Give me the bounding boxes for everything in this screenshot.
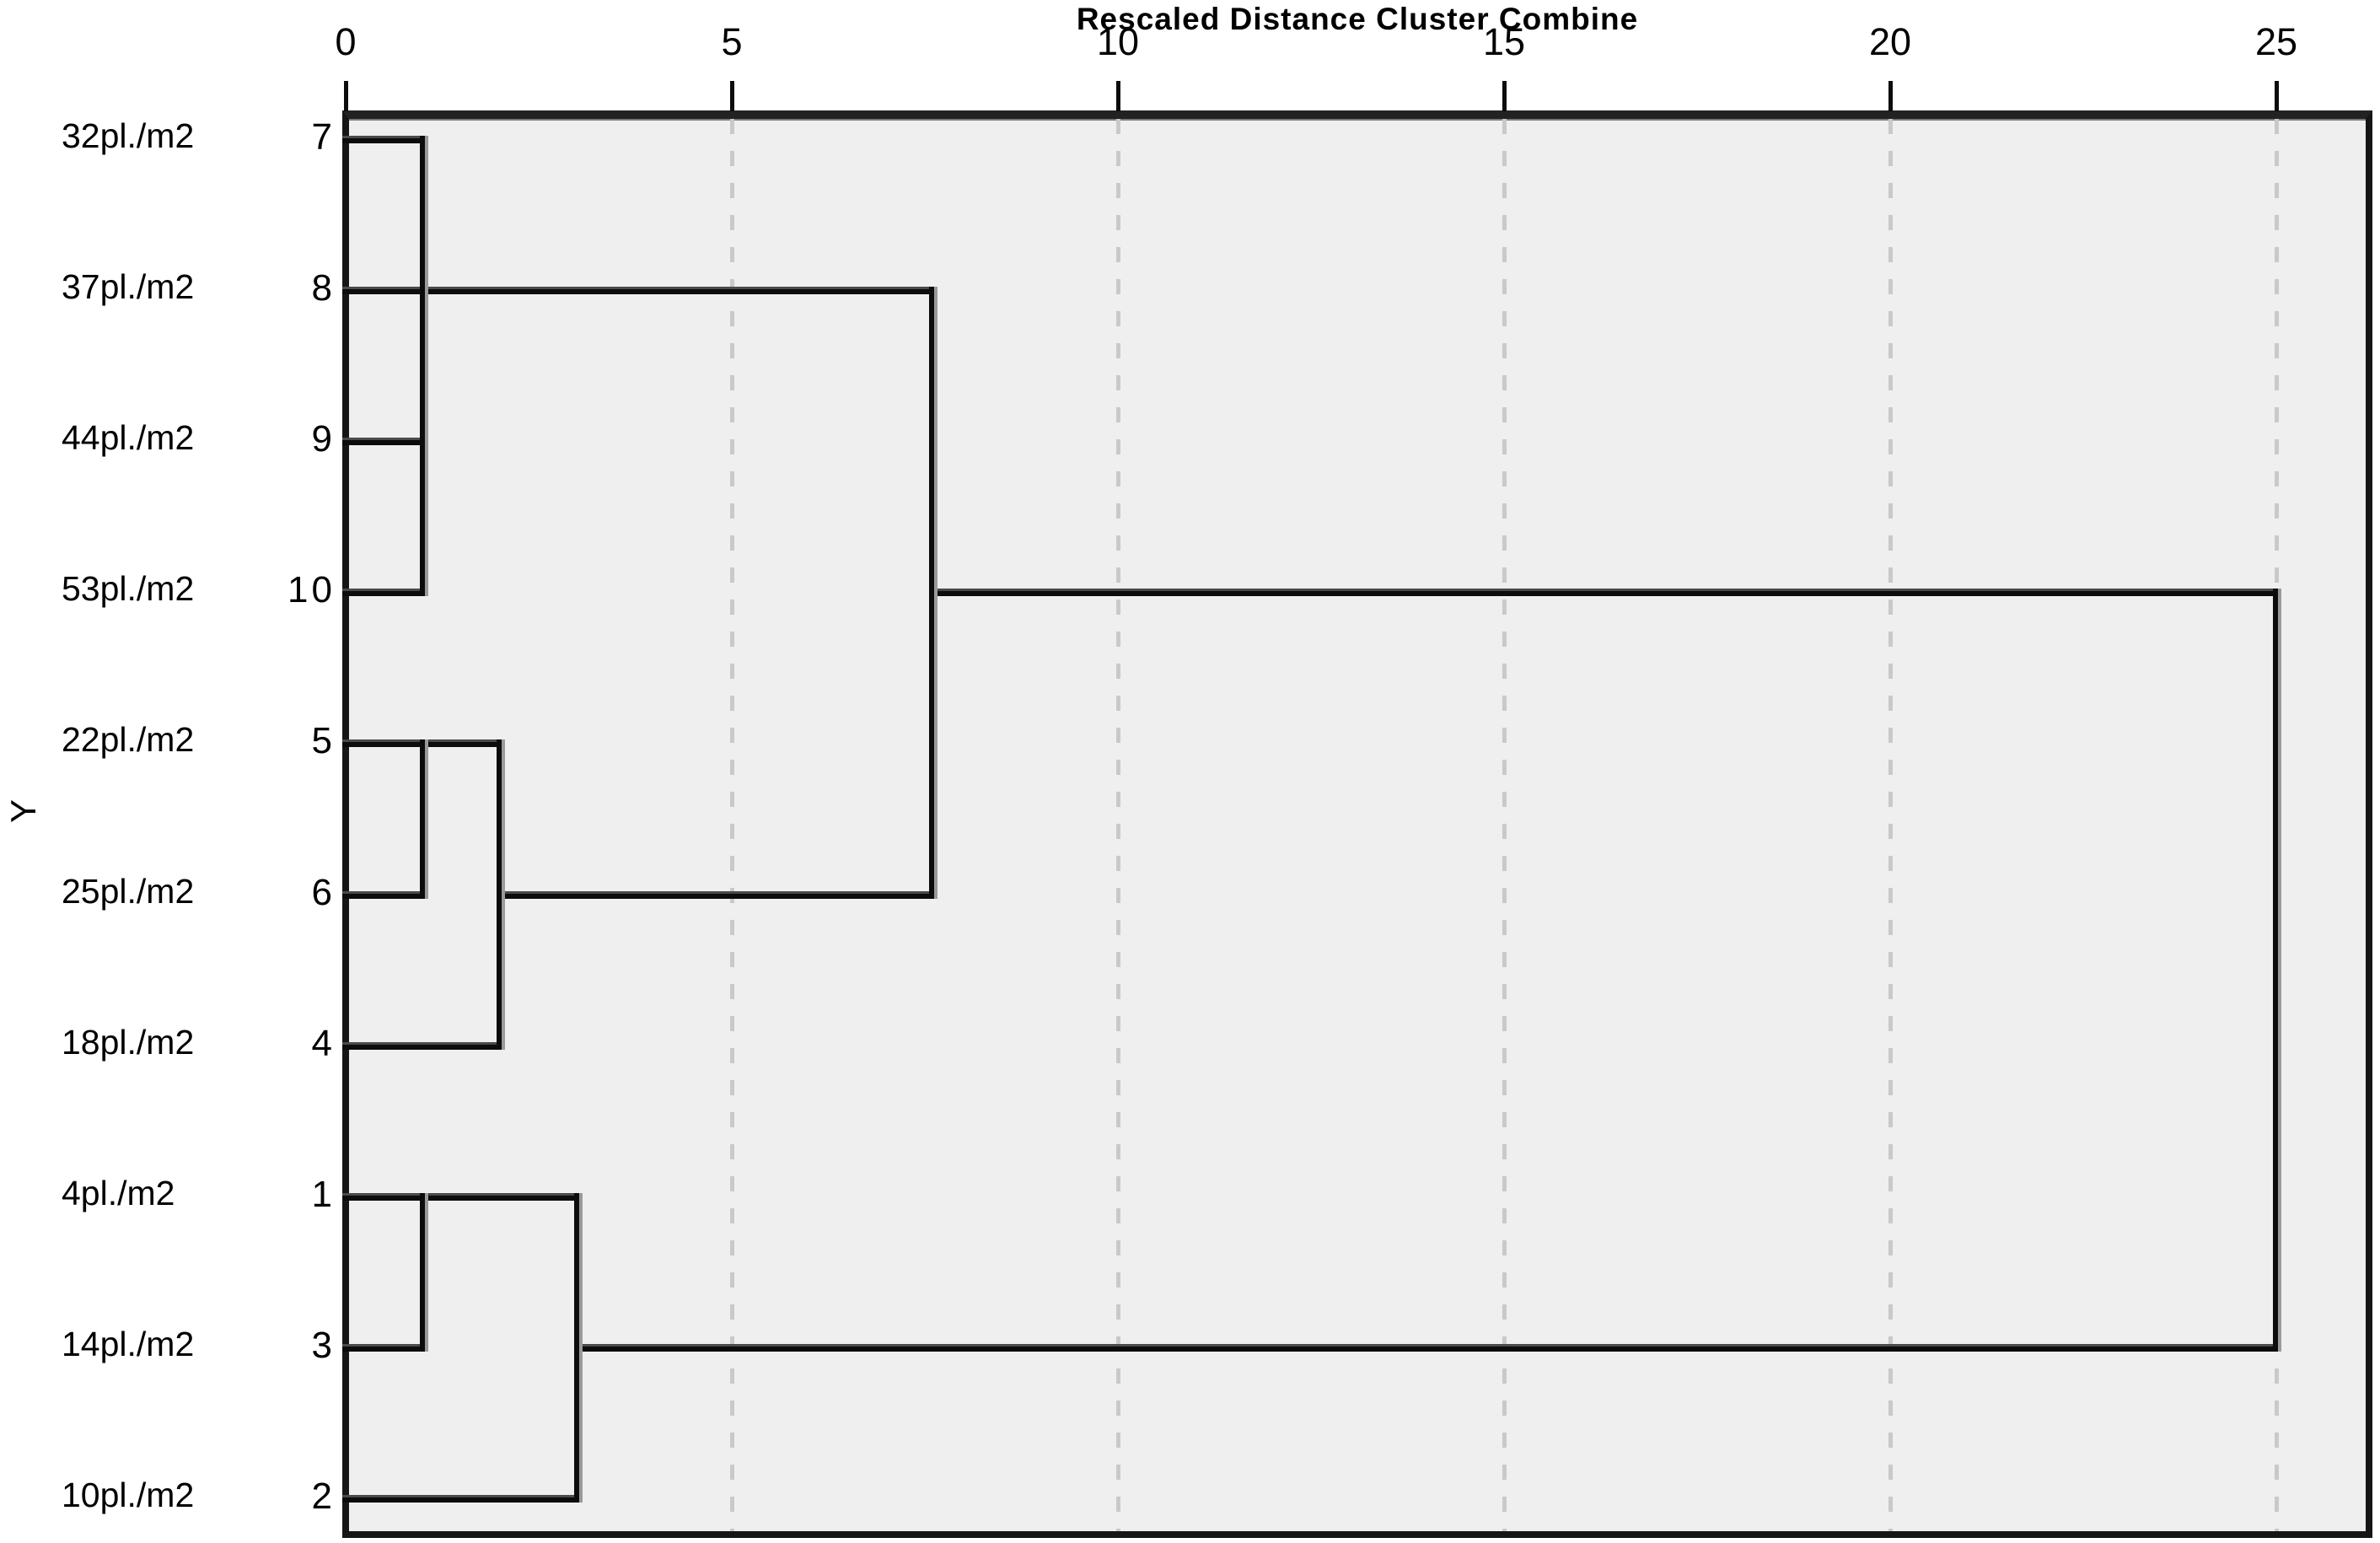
- dendrogram-line-h: [342, 287, 937, 295]
- dendrogram-line-v: [2273, 589, 2281, 1352]
- axis-tick-label: 25: [2254, 20, 2298, 63]
- leaf-label: 22pl./m2: [62, 720, 195, 760]
- leaf-label: 37pl./m2: [62, 267, 195, 307]
- dendrogram-line-h: [342, 136, 427, 143]
- gridline: [1116, 119, 1120, 1531]
- chart-title: Rescaled Distance Cluster Combine: [1076, 2, 1639, 36]
- leaf-label: 14pl./m2: [62, 1324, 195, 1363]
- case-number: 3: [311, 1324, 336, 1366]
- dendrogram-line-h: [342, 1041, 505, 1050]
- gridline: [1888, 119, 1893, 1531]
- leaf-label: 4pl./m2: [62, 1173, 175, 1212]
- axis-tick: [730, 81, 734, 111]
- dendrogram-line-v: [573, 1192, 583, 1503]
- dendrogram-line-h: [342, 438, 427, 446]
- case-number: 10: [287, 569, 336, 611]
- dendrogram-line-h: [497, 890, 937, 899]
- axis-tick: [2275, 81, 2279, 111]
- dendrogram-line-h: [342, 1494, 582, 1503]
- case-number: 7: [311, 116, 336, 158]
- case-number: 5: [311, 720, 336, 762]
- dendrogram-line-h: [929, 589, 2281, 597]
- dendrogram-line-v: [419, 136, 428, 597]
- axis-tick: [344, 81, 348, 111]
- leaf-label: 53pl./m2: [62, 569, 195, 609]
- gridline: [730, 119, 734, 1531]
- leaf-label: 44pl./m2: [62, 418, 195, 458]
- case-number: 4: [311, 1022, 336, 1064]
- dendrogram-line-v: [497, 739, 506, 1050]
- plot-area: [342, 110, 2372, 1538]
- axis-tick-label: 10: [1096, 20, 1140, 63]
- axis-tick-label: 5: [721, 20, 743, 63]
- axis-tick: [1116, 81, 1120, 111]
- dendrogram-line-v: [419, 1192, 428, 1352]
- case-number: 6: [311, 871, 336, 913]
- leaf-label: 32pl./m2: [62, 116, 195, 155]
- axis-tick: [1888, 81, 1893, 111]
- dendrogram-line-h: [342, 890, 427, 899]
- case-number: 1: [311, 1173, 336, 1215]
- gridline: [1502, 119, 1507, 1531]
- dendrogram-line-v: [929, 287, 938, 899]
- case-number: 8: [311, 267, 336, 309]
- case-number: 2: [311, 1475, 336, 1517]
- dendrogram-line-v: [419, 739, 428, 899]
- axis-tick: [1502, 81, 1507, 111]
- leaf-label: 10pl./m2: [62, 1475, 195, 1514]
- dendrogram-line-h: [342, 1192, 582, 1201]
- axis-tick-label: 15: [1482, 20, 1526, 63]
- axis-tick-label: 0: [335, 20, 357, 63]
- leaf-label: 25pl./m2: [62, 871, 195, 911]
- axis-tick-label: 20: [1868, 20, 1912, 63]
- y-axis-label: Y: [3, 799, 43, 824]
- leaf-label: 18pl./m2: [62, 1022, 195, 1062]
- dendrogram-line-h: [342, 1343, 427, 1352]
- case-number: 9: [311, 418, 336, 460]
- dendrogram-line-h: [573, 1343, 2281, 1352]
- dendrogram-line-h: [342, 589, 427, 597]
